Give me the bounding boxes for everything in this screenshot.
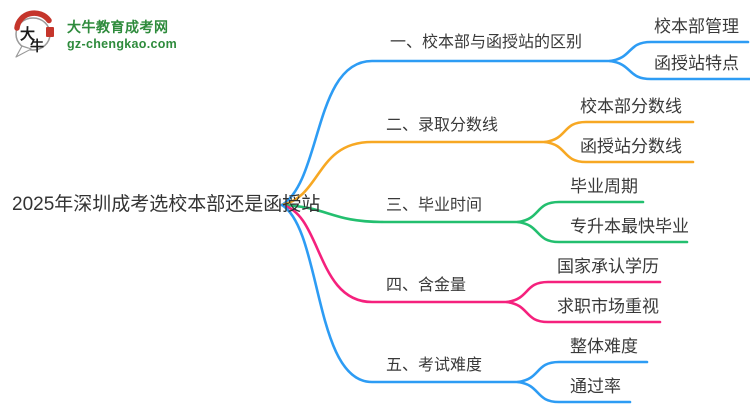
branch-4-child-2-line — [505, 300, 662, 324]
branch-5-line — [280, 203, 520, 384]
leaf-node-1-2: 函授站特点 — [654, 54, 739, 73]
leaf-node-1-1: 校本部管理 — [654, 17, 739, 36]
branch-2-child-2-line — [543, 140, 695, 164]
branch-1-child-1-line — [608, 40, 750, 63]
branch-node-5: 五、考试难度 — [386, 357, 483, 374]
logo-red-crescent — [14, 10, 52, 31]
logo-site-domain: gz-chengkao.com — [67, 37, 178, 51]
root-topic: 2025年深圳成考选校本部还是函授站 — [12, 194, 321, 215]
logo-mark-char-2: 牛 — [30, 38, 44, 54]
branch-3-child-2-line — [516, 220, 689, 244]
branch-4-line — [280, 203, 509, 304]
logo-site-name: 大牛教育成考网 — [67, 19, 169, 35]
leaf-node-4-1: 国家承认学历 — [557, 257, 659, 276]
branch-2-line — [280, 140, 547, 207]
leaf-node-5-1: 整体难度 — [570, 337, 638, 356]
leaf-node-3-2: 专升本最快毕业 — [570, 217, 689, 236]
leaf-node-2-1: 校本部分数线 — [580, 97, 682, 116]
site-logo: 大 牛 大牛教育成考网 gz-chengkao.com — [10, 10, 230, 58]
leaf-node-3-1: 毕业周期 — [570, 177, 638, 196]
branch-node-4: 四、含金量 — [386, 277, 467, 294]
leaf-node-2-2: 函授站分数线 — [580, 137, 682, 156]
logo-bubble-icon: 大 牛 — [14, 10, 54, 58]
branch-1-line — [280, 59, 612, 207]
branch-2-child-1-line — [543, 120, 695, 144]
branch-4-child-1-line — [505, 280, 662, 304]
leaf-node-4-2: 求职市场重视 — [557, 297, 659, 316]
branch-node-2: 二、录取分数线 — [386, 117, 499, 134]
branch-5-child-1-line — [516, 360, 649, 384]
logo-mark-char-1: 大 — [20, 25, 35, 43]
branch-3-child-1-line — [516, 200, 645, 224]
branch-node-3: 三、毕业时间 — [386, 197, 483, 214]
logo-seal-icon — [46, 27, 54, 37]
branch-5-child-2-line — [516, 380, 632, 404]
branch-3-line — [280, 203, 520, 224]
branch-1-child-2-line — [608, 59, 750, 81]
branch-node-1: 一、校本部与函授站的区别 — [390, 34, 583, 51]
leaf-node-5-2: 通过率 — [570, 377, 621, 396]
